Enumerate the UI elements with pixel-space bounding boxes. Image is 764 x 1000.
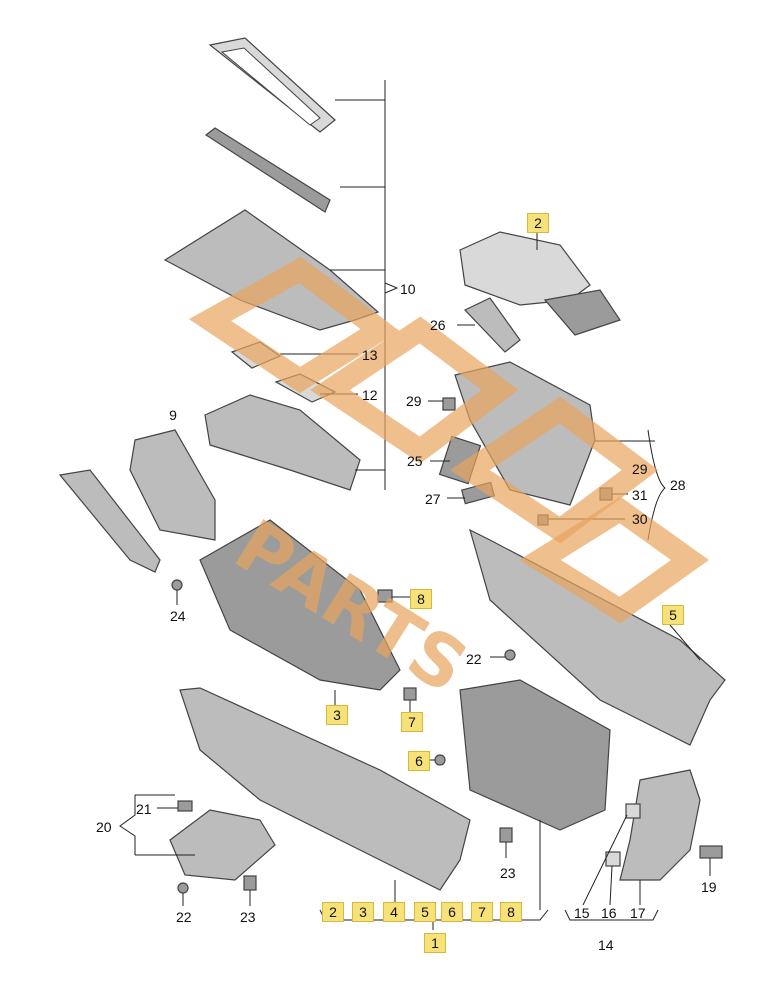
trim-frame-part (208, 37, 336, 133)
callout-29-right: 29 (632, 461, 648, 477)
callout-27: 27 (425, 491, 441, 507)
callout-6-group: 6 (441, 902, 463, 922)
callout-25: 25 (407, 453, 423, 469)
cover-17-part (619, 769, 701, 881)
clip-21-part (177, 800, 193, 812)
side-panel-9-part (129, 429, 216, 541)
callout-23-lower: 23 (240, 909, 256, 925)
callout-15: 15 (574, 905, 590, 921)
callout-28: 28 (670, 477, 686, 493)
screw-24-part (171, 579, 183, 591)
callout-8: 8 (410, 589, 432, 609)
callout-24: 24 (170, 608, 186, 624)
callout-5-group: 5 (414, 902, 436, 922)
callout-1-assembly: 1 (424, 933, 446, 953)
callout-10: 10 (400, 281, 416, 297)
side-panel-4-part (179, 687, 471, 891)
callout-13: 13 (362, 347, 378, 363)
callout-2-group: 2 (322, 902, 344, 922)
callout-8-group: 8 (500, 902, 522, 922)
clip-15-part (625, 803, 641, 819)
armrest-2-part (459, 231, 591, 306)
center-tray-part (204, 394, 361, 491)
callout-3-group: 3 (352, 902, 374, 922)
side-panel-left-part (58, 469, 161, 573)
callout-7-group: 7 (471, 902, 493, 922)
callout-26: 26 (430, 317, 446, 333)
clip-23b-part (243, 875, 257, 891)
seal-strip-part (204, 127, 331, 213)
callout-6: 6 (408, 751, 430, 771)
callout-22-upper: 22 (466, 651, 482, 667)
bracket-part (459, 679, 611, 831)
screw-22b-part (177, 882, 189, 894)
callout-14: 14 (598, 937, 614, 953)
screw-6-part (434, 754, 446, 766)
clip-8-part (377, 589, 393, 603)
clip-19-part (699, 845, 723, 859)
clip-29-part (442, 397, 456, 411)
callout-21: 21 (136, 801, 152, 817)
callout-17: 17 (630, 905, 646, 921)
callout-2-armrest: 2 (527, 213, 549, 233)
callout-3-frame: 3 (326, 705, 348, 725)
frame-3-part (199, 519, 401, 691)
callout-5-panel: 5 (662, 605, 684, 625)
callout-7: 7 (401, 712, 423, 732)
clip-23a-part (499, 827, 513, 843)
pad-26-part (463, 297, 521, 353)
callout-4-group: 4 (383, 902, 405, 922)
callout-20: 20 (96, 819, 112, 835)
callout-30: 30 (632, 511, 648, 527)
callout-12: 12 (362, 387, 378, 403)
callout-29-upper: 29 (406, 393, 422, 409)
callout-22-lower: 22 (176, 909, 192, 925)
armrest-hinge-part (543, 289, 621, 336)
bracket-20-part (169, 809, 276, 881)
screw-22a-part (504, 649, 516, 661)
callout-19: 19 (701, 879, 717, 895)
callout-16: 16 (601, 905, 617, 921)
callout-31: 31 (632, 487, 648, 503)
callout-9: 9 (169, 407, 177, 423)
callout-23-center: 23 (500, 865, 516, 881)
